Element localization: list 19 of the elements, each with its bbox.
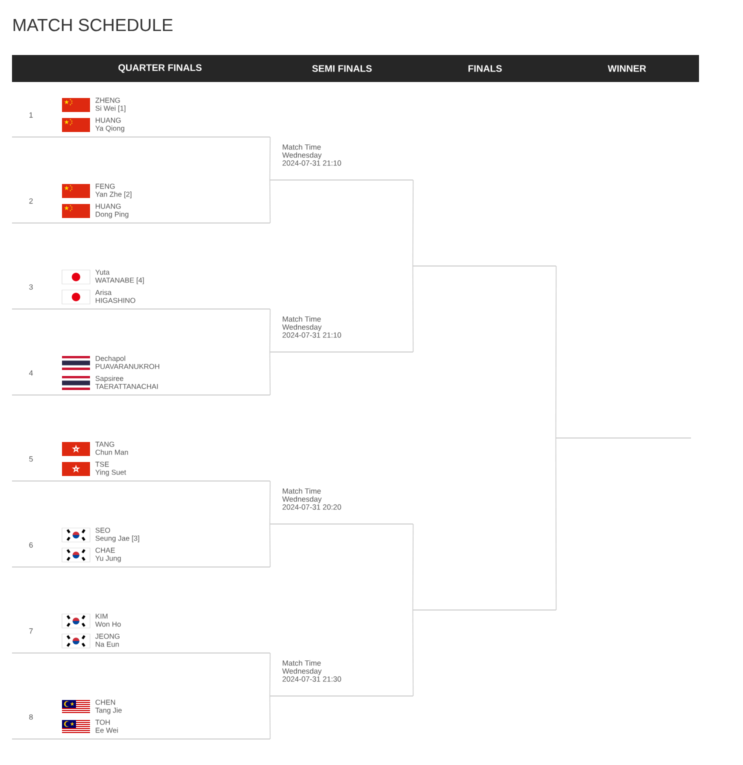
bracket-connector xyxy=(412,180,414,266)
bracket-connector xyxy=(269,136,271,180)
bracket-connector xyxy=(269,308,271,352)
column-header: SEMI FINALS xyxy=(312,65,372,72)
bracket-connector xyxy=(269,696,271,740)
bracket-connector xyxy=(555,438,557,610)
column-header: WINNER xyxy=(608,65,646,72)
bracket-connector xyxy=(269,652,271,696)
bracket-connector xyxy=(412,610,414,696)
bracket-connector xyxy=(269,524,271,568)
column-header: QUARTER FINALS xyxy=(118,64,202,73)
bracket-connector xyxy=(412,266,414,352)
bracket-connector xyxy=(555,266,557,438)
title: MATCH SCHEDULE xyxy=(14,18,172,32)
bracket-connector xyxy=(412,524,414,610)
bracket-connector xyxy=(269,480,271,524)
column-header: FINALS xyxy=(468,65,502,72)
bracket-connector xyxy=(269,352,271,396)
bracket-connector xyxy=(269,180,271,224)
